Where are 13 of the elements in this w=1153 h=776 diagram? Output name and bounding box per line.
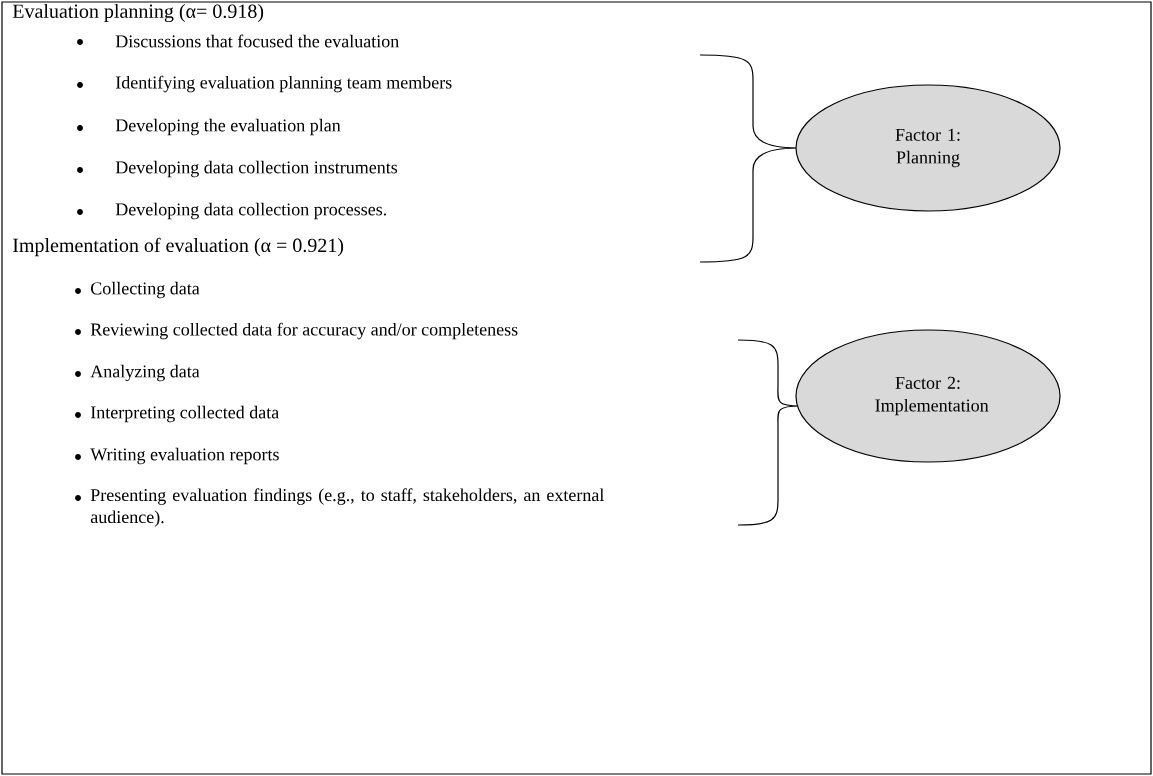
list-item: Writing evaluation reports bbox=[90, 447, 279, 465]
list-item: Developing data collection instruments bbox=[115, 160, 398, 178]
list-item: Presenting evaluation findings (e.g., to staff, stakeholders, an external audience). bbox=[90, 488, 604, 527]
list-item: Analyzing data bbox=[90, 364, 200, 382]
list-item: Collecting data bbox=[91, 281, 200, 299]
list-item: Developing data collection processes. bbox=[115, 202, 386, 220]
heading: Evaluation planning (α= 0.918) bbox=[12, 3, 264, 23]
list-item: Interpreting collected data bbox=[90, 405, 279, 423]
list-item: Discussions that focused the evaluation bbox=[115, 34, 399, 48]
list-item: Reviewing collected data for accuracy and/or completeness bbox=[90, 322, 518, 340]
list-item: Developing the evaluation plan bbox=[115, 118, 341, 136]
heading: Implementation of evaluation (α = 0.921) bbox=[13, 237, 344, 257]
list-item: Identifying evaluation planning team members bbox=[115, 75, 452, 93]
